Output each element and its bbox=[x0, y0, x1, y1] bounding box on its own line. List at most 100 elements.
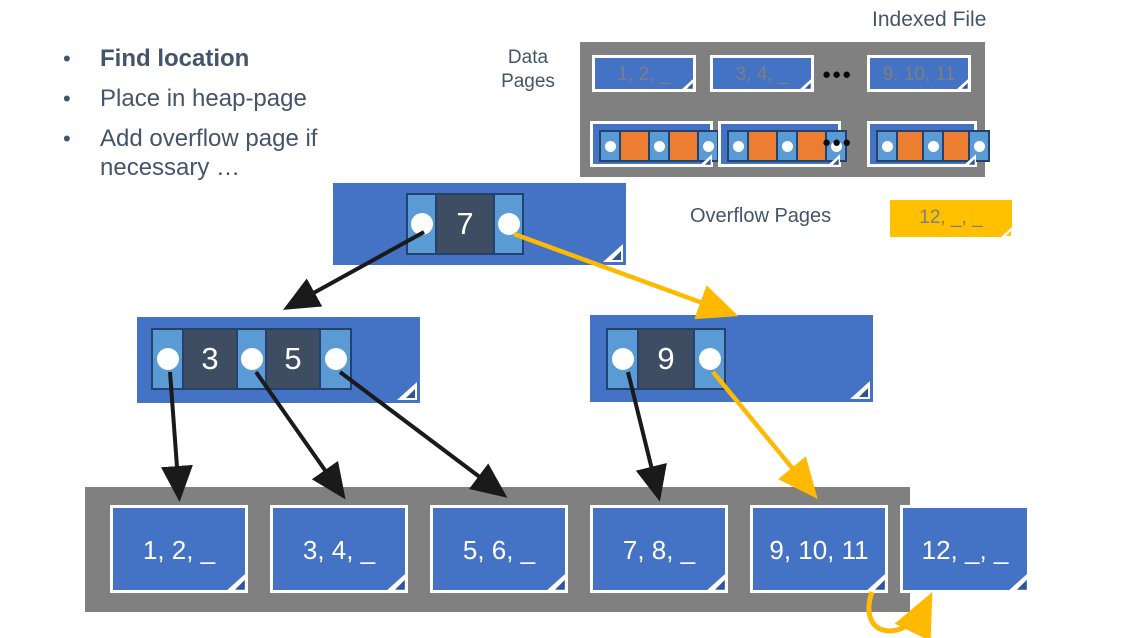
pointer-cell bbox=[922, 132, 944, 160]
pointer-cell bbox=[236, 330, 267, 388]
page-fold-icon bbox=[603, 244, 623, 262]
bullet-text: Add overflow page if necessary … bbox=[100, 125, 318, 181]
pointer-dot-icon bbox=[324, 348, 347, 370]
heap-overflow-page-12: 12, _, _ bbox=[900, 505, 1030, 593]
pointer-cell bbox=[408, 195, 437, 253]
data-pages-label: Data Pages bbox=[501, 47, 555, 92]
overflow-pages-label: Overflow Pages bbox=[690, 205, 832, 227]
index-page-3 bbox=[867, 121, 990, 167]
key-cell bbox=[670, 132, 697, 160]
index-page-2 bbox=[718, 121, 847, 167]
key-cell bbox=[944, 132, 968, 160]
bullet-item-find-location: • Find location bbox=[63, 44, 393, 73]
bullet-icon: • bbox=[63, 126, 71, 151]
pointer-dot-icon bbox=[881, 140, 893, 152]
pointer-cell bbox=[825, 132, 845, 160]
overflow-page-label: 12, _, _ bbox=[919, 207, 983, 228]
page-fold-icon bbox=[385, 572, 407, 592]
data-page-label: 1, 2, _ bbox=[617, 64, 671, 85]
page-fold-icon bbox=[799, 78, 812, 90]
ellipsis-icon: ●●● bbox=[822, 134, 853, 151]
page-fold-icon bbox=[681, 78, 694, 90]
pointer-dot-icon bbox=[240, 348, 263, 370]
bullet-icon: • bbox=[63, 46, 71, 71]
bullet-text: Place in heap-page bbox=[100, 85, 307, 112]
page-fold-icon bbox=[850, 381, 870, 399]
pointer-cell bbox=[878, 132, 898, 160]
indexed-file-container: 1, 2, _ 3, 4, _ ●●● 9, 10, 11 bbox=[580, 42, 990, 177]
pointer-cell bbox=[697, 132, 717, 160]
ellipsis-icon: ●●● bbox=[822, 66, 853, 83]
pointer-dot-icon bbox=[410, 213, 433, 235]
key-cell: 9 bbox=[639, 330, 693, 388]
data-page-label: 3, 4, _ bbox=[735, 64, 789, 85]
page-fold-icon bbox=[827, 154, 840, 166]
btree-root-node: 7 bbox=[333, 183, 626, 265]
btree-right-node: 9 bbox=[590, 315, 873, 402]
heap-page-label: 12, _, _ bbox=[921, 535, 1009, 565]
bullet-icon: • bbox=[63, 86, 71, 111]
heap-page-3-4: 3, 4, _ bbox=[270, 505, 408, 593]
key-cell: 3 bbox=[184, 330, 236, 388]
page-fold-icon bbox=[1007, 572, 1029, 592]
key-cell bbox=[898, 132, 922, 160]
node-cells: 3 5 bbox=[151, 328, 352, 390]
page-fold-icon bbox=[865, 572, 887, 592]
node-cells: 7 bbox=[406, 193, 524, 255]
heap-page-label: 7, 8, _ bbox=[622, 535, 696, 565]
data-page-1-2: 1, 2, _ bbox=[592, 55, 696, 92]
bullet-text: Find location bbox=[100, 45, 250, 72]
pointer-dot-icon bbox=[611, 348, 634, 370]
key-cell: 5 bbox=[267, 330, 319, 388]
page-fold-icon bbox=[705, 572, 727, 592]
pointer-dot-icon bbox=[927, 140, 939, 152]
key-cell bbox=[749, 132, 776, 160]
pointer-dot-icon bbox=[781, 140, 793, 152]
index-cells bbox=[599, 130, 719, 162]
key-cell bbox=[621, 132, 648, 160]
pointer-cell bbox=[153, 330, 184, 388]
heap-page-5-6: 5, 6, _ bbox=[430, 505, 568, 593]
heap-page-label: 5, 6, _ bbox=[462, 535, 536, 565]
node-cells: 9 bbox=[606, 328, 726, 390]
page-fold-icon bbox=[397, 382, 417, 400]
heap-page-7-8: 7, 8, _ bbox=[590, 505, 728, 593]
pointer-dot-icon bbox=[156, 348, 179, 370]
pointer-dot-icon bbox=[497, 213, 520, 235]
pointer-cell bbox=[493, 195, 522, 253]
data-page-9-10-11: 9, 10, 11 bbox=[867, 55, 971, 92]
heap-page-1-2: 1, 2, _ bbox=[110, 505, 248, 593]
page-fold-icon bbox=[699, 154, 712, 166]
bullet-item-add-overflow: • Add overflow page if necessary … bbox=[63, 124, 393, 182]
indexed-file-title: Indexed File bbox=[872, 8, 987, 31]
data-page-label: 9, 10, 11 bbox=[882, 64, 956, 85]
heap-page-label: 1, 2, _ bbox=[142, 535, 216, 565]
heap-page-label: 9, 10, 11 bbox=[769, 535, 869, 565]
overflow-page-sample: 12, _, _ bbox=[890, 200, 1012, 237]
data-page-3-4: 3, 4, _ bbox=[710, 55, 814, 92]
pointer-cell bbox=[776, 132, 798, 160]
pointer-cell bbox=[729, 132, 749, 160]
page-fold-icon bbox=[963, 154, 976, 166]
page-fold-icon bbox=[1001, 227, 1012, 237]
pointer-cell bbox=[608, 330, 639, 388]
pointer-dot-icon bbox=[702, 140, 714, 152]
bullet-list: • Find location • Place in heap-page • A… bbox=[63, 44, 393, 193]
btree-left-node: 3 5 bbox=[137, 317, 420, 403]
page-fold-icon bbox=[956, 78, 969, 90]
pointer-dot-icon bbox=[973, 140, 985, 152]
pointer-cell bbox=[968, 132, 988, 160]
index-cells bbox=[876, 130, 990, 162]
page-fold-icon bbox=[225, 572, 247, 592]
pointer-dot-icon bbox=[732, 140, 744, 152]
heap-page-9-10-11: 9, 10, 11 bbox=[750, 505, 888, 593]
index-cells bbox=[727, 130, 847, 162]
pointer-cell bbox=[319, 330, 350, 388]
pointer-dot-icon bbox=[604, 140, 616, 152]
pointer-dot-icon bbox=[830, 140, 842, 152]
pointer-cell bbox=[693, 330, 724, 388]
pointer-dot-icon bbox=[653, 140, 665, 152]
page-fold-icon bbox=[545, 572, 567, 592]
key-cell: 7 bbox=[437, 195, 493, 253]
